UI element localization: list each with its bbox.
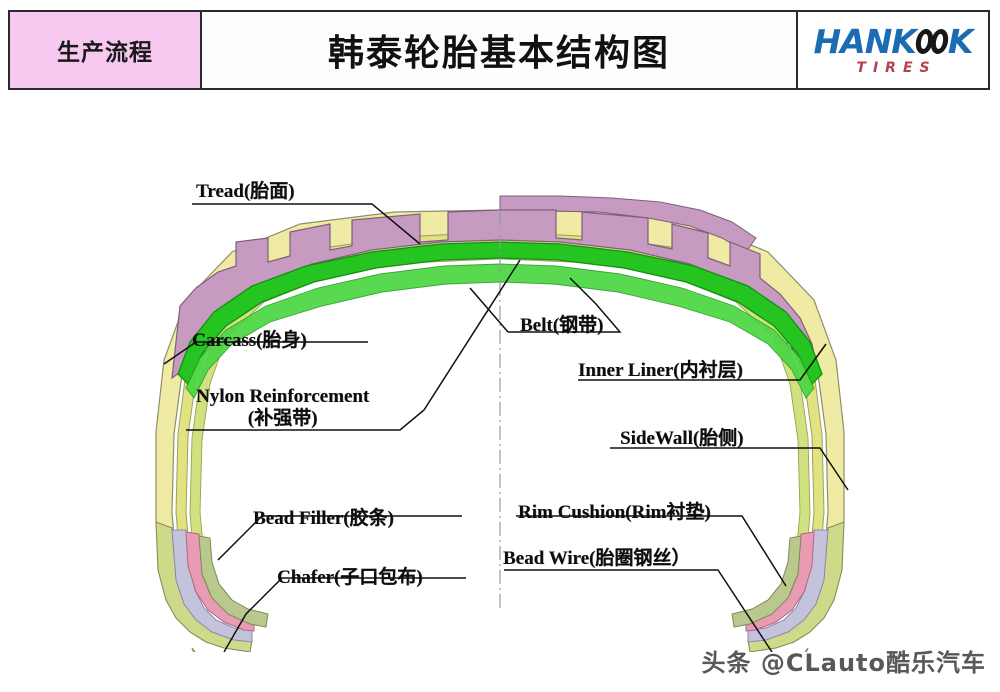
- tire-cross-section-diagram: [0, 92, 1000, 652]
- label-tread: Tread(胎面): [196, 181, 295, 202]
- leader-lines: [163, 203, 849, 652]
- leader-inner-liner: [578, 343, 827, 381]
- header-badge-label: 生产流程: [57, 40, 153, 66]
- bead-toe-left: [191, 647, 196, 652]
- header-bar: 生产流程 韩泰轮胎基本结构图 HANK K TIRES: [8, 10, 990, 90]
- logo-brand-right: K: [947, 21, 974, 61]
- bead-filler-layer-right: [731, 535, 802, 628]
- label-chafer: Chafer(子口包布): [277, 567, 423, 588]
- label-nylon-line1: Nylon Reinforcement: [196, 386, 370, 407]
- label-bead-filler: Bead Filler(胶条): [253, 508, 394, 529]
- leader-chafer: [223, 577, 466, 652]
- label-bead-wire: Bead Wire(胎圈钢丝）: [503, 548, 691, 569]
- header-badge: 生产流程: [10, 12, 202, 88]
- tire-oo-icon: [914, 28, 950, 54]
- bead-assembly-right: [731, 521, 845, 652]
- tread-band: [171, 209, 819, 380]
- leader-rim-cushion: [516, 515, 787, 587]
- hankook-logo: HANK K TIRES: [798, 12, 988, 88]
- leader-sidewall: [610, 447, 849, 491]
- leader-bead-wire: [504, 569, 773, 652]
- tread-layer: [499, 195, 757, 253]
- bead-assembly-left: [155, 521, 269, 652]
- label-carcass: Carcass(胎身): [192, 330, 307, 351]
- label-nylon-line2: (补强带): [247, 407, 318, 429]
- page-title: 韩泰轮胎基本结构图: [202, 12, 798, 88]
- belt-layer-2: [185, 263, 815, 399]
- watermark: 头条 @CLauto酷乐汽车: [701, 649, 986, 677]
- leader-bead-filler: [217, 515, 462, 561]
- page-title-text: 韩泰轮胎基本结构图: [327, 33, 670, 74]
- logo-tagline: TIRES: [856, 59, 937, 76]
- leader-tread: [192, 203, 421, 245]
- bead-toe-right: [804, 647, 809, 652]
- logo-brand-left: HANK: [813, 21, 917, 61]
- leader-belt2: [469, 287, 509, 333]
- leader-belt: [508, 277, 622, 333]
- label-rim-cushion: Rim Cushion(Rim衬垫): [518, 502, 711, 523]
- label-belt: Belt(钢带): [520, 315, 604, 336]
- bead-filler-layer-left: [198, 535, 269, 628]
- leader-nylon: [186, 259, 521, 431]
- label-sidewall: SideWall(胎侧): [620, 428, 744, 449]
- label-nylon-reinforcement: Nylon Reinforcement (补强带): [196, 386, 369, 430]
- logo-wordmark: HANK K: [813, 21, 974, 61]
- label-inner-liner: Inner Liner(内衬层): [578, 360, 743, 381]
- leader-carcass: [163, 341, 368, 365]
